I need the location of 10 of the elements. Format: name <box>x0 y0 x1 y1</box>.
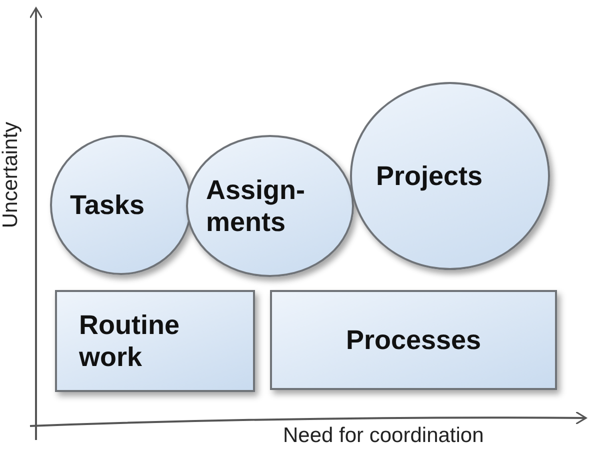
node-label: Processes <box>346 324 482 356</box>
node-label: Assign- ments <box>206 174 306 238</box>
rectangle-node <box>270 290 557 390</box>
rectangle-node <box>55 290 255 392</box>
ellipse-node <box>186 135 354 277</box>
node-label: Tasks <box>70 188 145 222</box>
node-label: Projects <box>376 160 483 192</box>
axis-label: Uncertainty <box>0 122 24 228</box>
axis-label: Need for coordination <box>283 424 484 448</box>
node-label: Routine work <box>79 308 180 374</box>
